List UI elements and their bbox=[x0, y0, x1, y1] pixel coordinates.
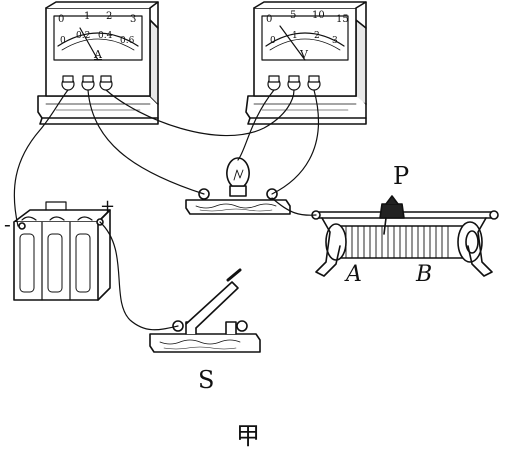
voltmeter-scale-top-0: 0 bbox=[266, 14, 273, 25]
ammeter bbox=[37, 1, 159, 125]
battery-negative-label: - bbox=[4, 212, 11, 236]
figure-caption: 甲 bbox=[236, 422, 260, 450]
rheostat-end-b-label: B bbox=[416, 262, 433, 287]
ammeter-scale-top-3: 3 bbox=[130, 14, 137, 25]
voltmeter-scale-top-5: 5 bbox=[290, 10, 297, 21]
wires bbox=[13, 89, 319, 331]
ammeter-scale-bottom-1: 0.2 bbox=[76, 31, 91, 41]
ammeter-scale-bottom-3: 0.6 bbox=[120, 36, 135, 46]
battery-pack bbox=[13, 201, 111, 301]
ammeter-scale-bottom-0: 0 bbox=[60, 36, 66, 46]
knife-switch bbox=[149, 268, 261, 353]
voltmeter-unit: V bbox=[300, 48, 308, 61]
ammeter-scale-top-2: 2 bbox=[106, 11, 113, 22]
voltmeter-scale-bottom-3: 3 bbox=[332, 36, 338, 46]
bulb-on-board bbox=[185, 157, 291, 215]
rheostat-end-a-label: A bbox=[346, 262, 362, 287]
battery-positive-label: + bbox=[100, 196, 116, 217]
voltmeter-scale-bottom-2: 2 bbox=[314, 31, 320, 41]
ammeter-scale-top-1: 1 bbox=[84, 11, 91, 22]
ammeter-scale-bottom-2: 0.4 bbox=[98, 31, 113, 41]
slider-label-p: P bbox=[393, 162, 410, 190]
ammeter-unit: A bbox=[94, 48, 102, 61]
voltmeter bbox=[245, 1, 367, 125]
ammeter-scale-top-0: 0 bbox=[58, 14, 65, 25]
switch-label-s: S bbox=[198, 366, 215, 394]
sliding-rheostat bbox=[311, 195, 499, 277]
voltmeter-scale-bottom-0: 0 bbox=[270, 36, 276, 46]
voltmeter-scale-bottom-1: 1 bbox=[292, 31, 298, 41]
voltmeter-scale-top-10: 10 bbox=[312, 10, 325, 21]
voltmeter-scale-top-15: 15 bbox=[336, 14, 349, 25]
